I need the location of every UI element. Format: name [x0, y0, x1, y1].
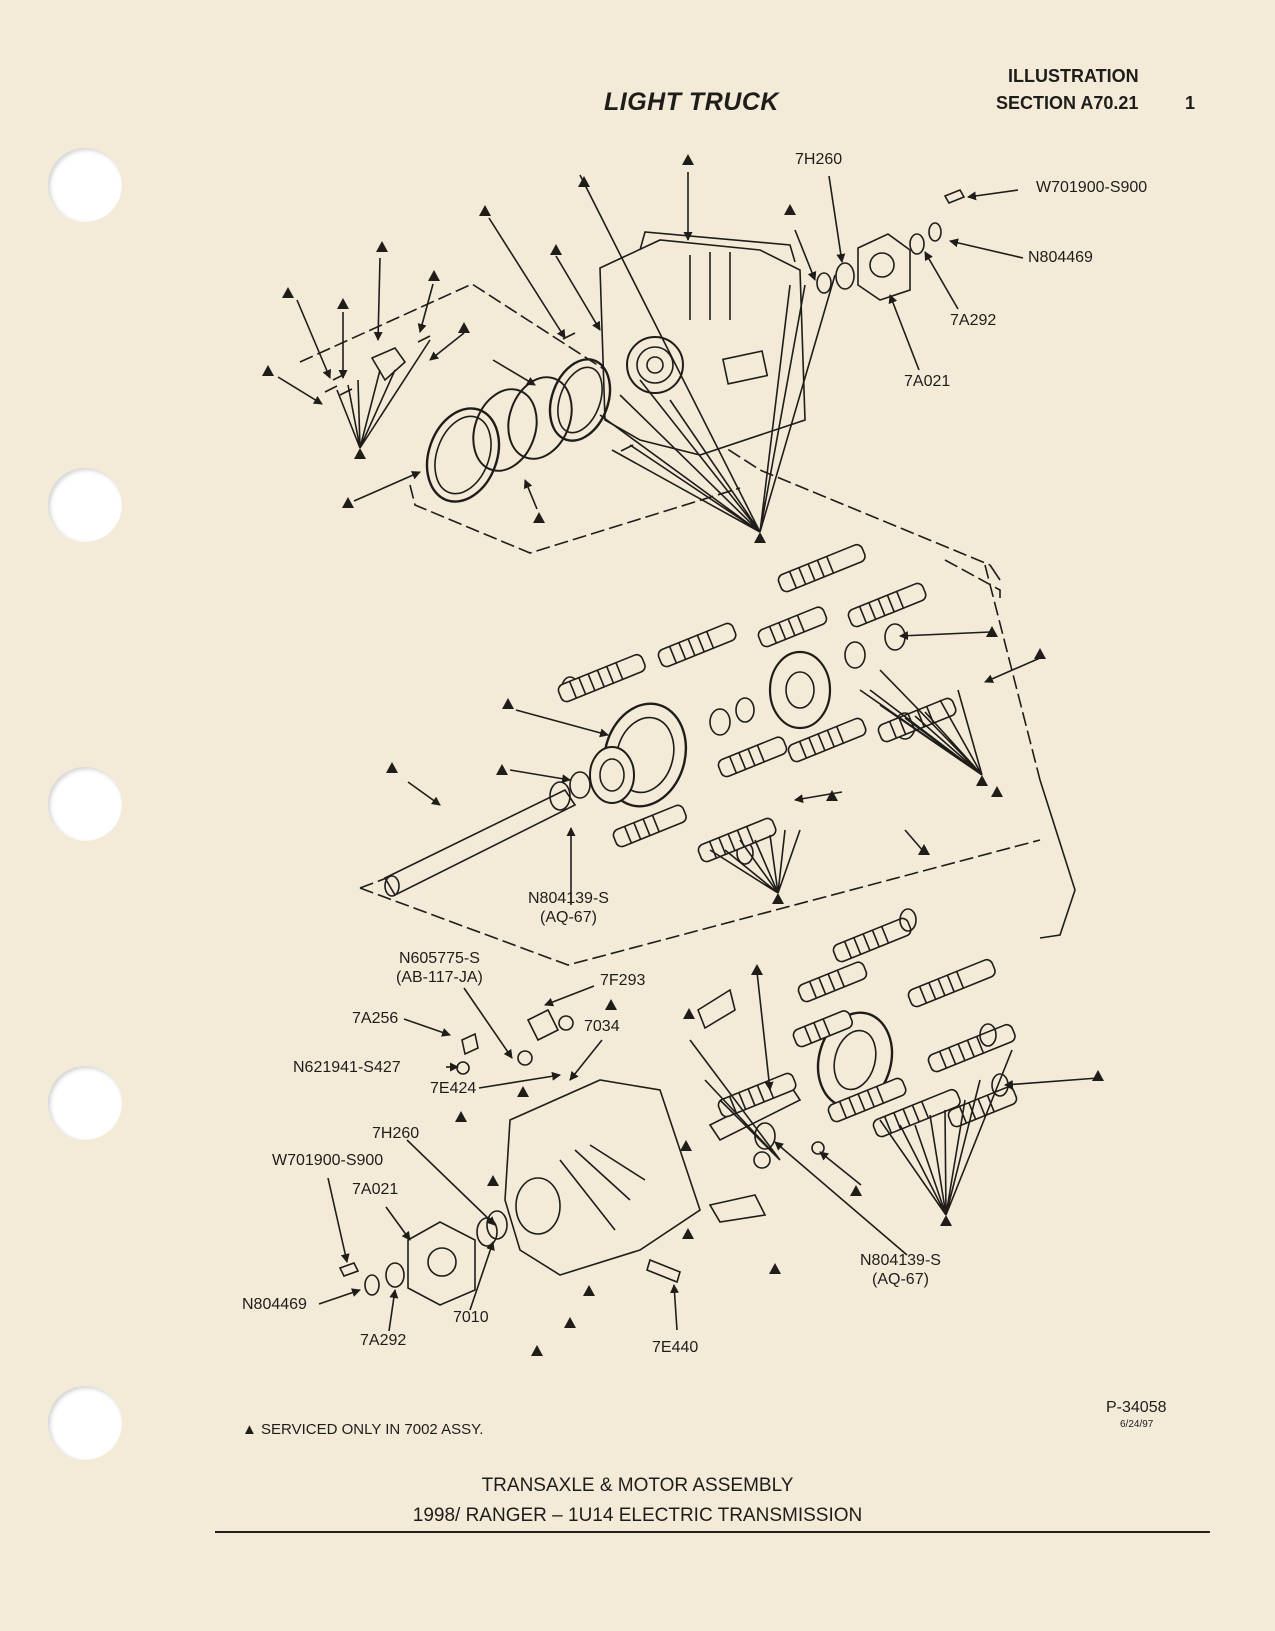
page-title: LIGHT TRUCK [604, 88, 779, 116]
callout-n804139-bottom: N804139-S (AQ-67) [860, 1251, 941, 1289]
part-reference: P-34058 [1106, 1399, 1167, 1416]
top-case-assembly [299, 188, 991, 566]
callout-n804139-bottom-spec: (AQ-67) [872, 1271, 929, 1288]
callout-w701900-bottom: W701900-S900 [272, 1152, 384, 1169]
callout-7e424: 7E424 [430, 1080, 477, 1097]
callout-7a292-top: 7A292 [950, 312, 997, 329]
footer-line-1: TRANSAXLE & MOTOR ASSEMBLY [481, 1475, 794, 1496]
part-date: 6/24/97 [1120, 1419, 1154, 1430]
binder-hole [48, 148, 122, 222]
callout-7a021-top: 7A021 [904, 373, 951, 390]
binder-hole [48, 767, 122, 841]
callout-n804469-top: N804469 [1028, 249, 1093, 266]
bottom-leader-lines [318, 971, 1099, 1332]
binder-hole [48, 1066, 122, 1140]
callout-7a021-bottom: 7A021 [352, 1181, 399, 1198]
illustration-label: ILLUSTRATION [1008, 66, 1139, 86]
callout-n804139-middle-part: N804139-S [528, 890, 609, 907]
callout-7e440: 7E440 [652, 1339, 699, 1356]
planet-gear-stacks [557, 543, 957, 863]
callout-n804139-bottom-part: N804139-S [860, 1252, 941, 1269]
callout-n605775: N605775-S (AB-117-JA) [396, 949, 483, 987]
top-leader-lines [277, 172, 1024, 533]
footer-rule [215, 1531, 1210, 1533]
callout-7010: 7010 [453, 1309, 489, 1326]
footer-line-2: 1998/ RANGER – 1U14 ELECTRIC TRANSMISSIO… [412, 1505, 863, 1526]
callout-n804469-bottom: N804469 [242, 1296, 307, 1313]
serviced-markers [262, 154, 1104, 1356]
callout-7f293: 7F293 [600, 972, 646, 989]
middle-leader-lines [407, 631, 1041, 905]
callout-n605775-spec: (AB-117-JA) [396, 969, 483, 986]
callout-7034: 7034 [584, 1018, 620, 1035]
callout-7a256: 7A256 [352, 1010, 399, 1027]
callout-7h260-bottom: 7H260 [372, 1125, 420, 1142]
binder-hole [48, 1386, 122, 1460]
callout-n621941: N621941-S427 [293, 1059, 401, 1076]
binder-hole [48, 468, 122, 542]
callout-w701900-top: W701900-S900 [1036, 179, 1148, 196]
legend-note: ▲ SERVICED ONLY IN 7002 ASSY. [242, 1421, 484, 1438]
middle-gear-assembly [359, 559, 1076, 966]
callout-n804139-middle: N804139-S (AQ-67) [528, 889, 609, 927]
section-label: SECTION A70.21 [996, 93, 1139, 113]
bottom-gear-stacks [717, 908, 1018, 1150]
callout-n804139-middle-spec: (AQ-67) [540, 909, 597, 926]
bottom-housing-assembly [338, 988, 894, 1306]
page-number: 1 [1185, 93, 1196, 113]
callout-7a292-bottom: 7A292 [360, 1332, 407, 1349]
callout-n605775-part: N605775-S [398, 950, 480, 967]
callout-7h260-top: 7H260 [795, 151, 843, 168]
